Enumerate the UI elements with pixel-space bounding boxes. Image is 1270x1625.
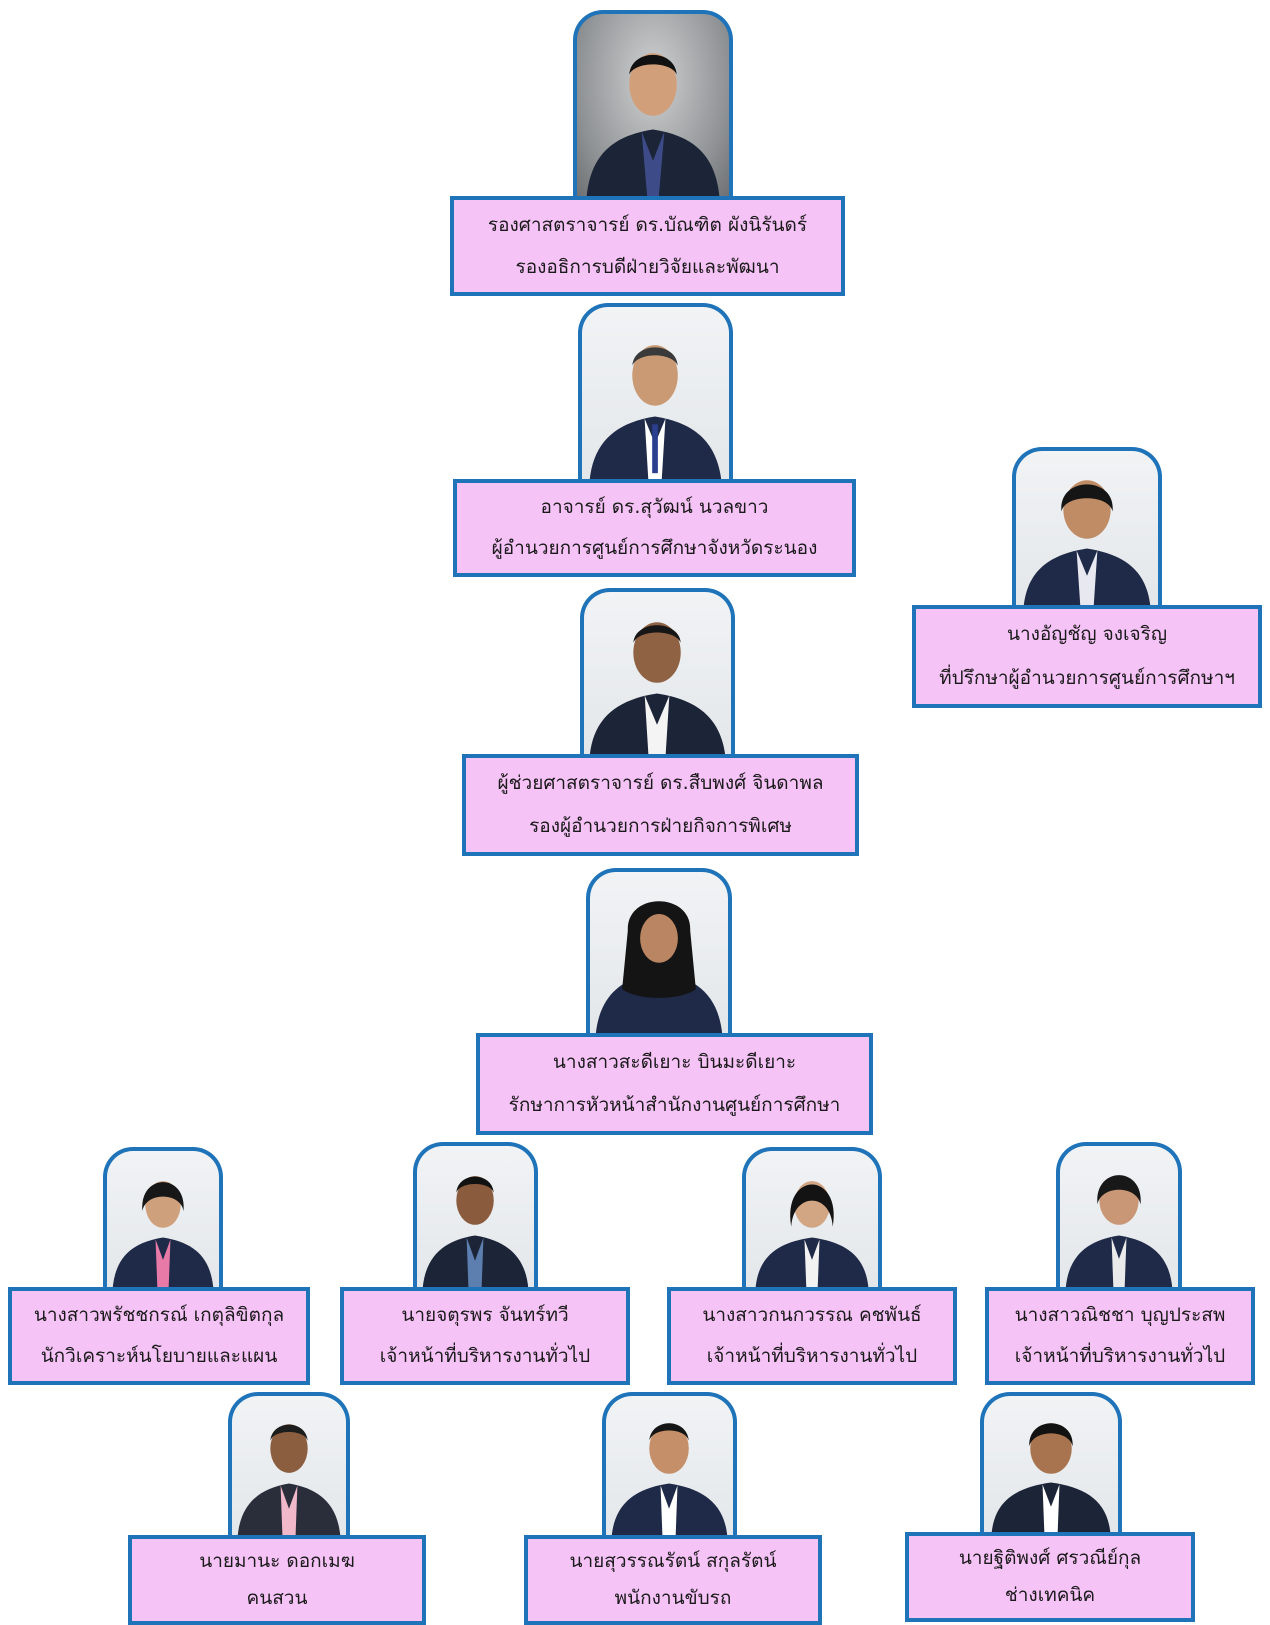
person-silhouette-icon <box>589 345 722 481</box>
portrait-photo <box>573 10 733 198</box>
person-silhouette-icon <box>611 1423 728 1537</box>
person-name: อาจารย์ ดร.สุวัฒน์ นวลขาว <box>540 496 769 519</box>
portrait-photo <box>1056 1142 1182 1289</box>
portrait-photo <box>602 1392 737 1537</box>
portrait-photo <box>980 1392 1122 1534</box>
person-position: ที่ปรึกษาผู้อำนวยการศูนย์การศึกษาฯ <box>939 666 1235 689</box>
name-card: นางสาวณิชชา บุญประสพ เจ้าหน้าที่บริหารงา… <box>985 1287 1255 1385</box>
person-position: พนักงานขับรถ <box>614 1587 732 1610</box>
portrait-photo <box>103 1147 223 1289</box>
person-silhouette-icon <box>595 901 723 1035</box>
name-card: รองศาสตราจารย์ ดร.บัณฑิต ผังนิรันดร์ รอง… <box>450 196 845 296</box>
person-silhouette-icon <box>112 1181 214 1289</box>
person-name: นายจตุรพร จันทร์ทวี <box>401 1304 569 1327</box>
person-name: นายสุวรรณรัตน์ สกุลรัตน์ <box>569 1550 777 1573</box>
portrait-photo <box>228 1392 350 1537</box>
person-position: รักษาการหัวหน้าสำนักงานศูนย์การศึกษา <box>508 1094 841 1117</box>
person-position: ช่างเทคนิค <box>1004 1584 1096 1607</box>
person-silhouette-icon <box>755 1181 869 1289</box>
name-card: นางสาวสะดีเยาะ บินมะดีเยาะ รักษาการหัวหน… <box>476 1033 873 1135</box>
name-card: นายสุวรรณรัตน์ สกุลรัตน์ พนักงานขับรถ <box>524 1535 822 1625</box>
name-card: นายฐิติพงศ์ ศรวณีย์กุล ช่างเทคนิค <box>905 1532 1195 1622</box>
name-card: นายมานะ ดอกเมฆ คนสวน <box>128 1535 426 1625</box>
person-silhouette-icon <box>237 1424 341 1537</box>
person-position: ผู้อำนวยการศูนย์การศึกษาจังหวัดระนอง <box>491 537 818 560</box>
name-card: นายจตุรพร จันทร์ทวี เจ้าหน้าที่บริหารงาน… <box>340 1287 630 1385</box>
portrait-photo <box>413 1142 538 1289</box>
person-position: เจ้าหน้าที่บริหารงานทั่วไป <box>379 1345 591 1368</box>
person-name: นางสาวกนกวรรณ คชพันธ์ <box>702 1304 922 1327</box>
portrait-photo <box>742 1147 882 1289</box>
portrait-photo <box>578 303 733 481</box>
person-silhouette-icon <box>991 1423 1111 1534</box>
name-card: นางอัญชัญ จงเจริญ ที่ปรึกษาผู้อำนวยการศู… <box>912 605 1262 708</box>
person-name: นายมานะ ดอกเมฆ <box>199 1550 355 1573</box>
person-name: นางสาวสะดีเยาะ บินมะดีเยาะ <box>552 1051 797 1074</box>
person-name: ผู้ช่วยศาสตราจารย์ ดร.สืบพงศ์ จินดาพล <box>497 772 824 795</box>
name-card: นางสาวพรัชชกรณ์ เกตุลิขิตกุล นักวิเคราะห… <box>8 1287 310 1385</box>
portrait-photo <box>580 588 735 756</box>
portrait-photo <box>1012 447 1162 607</box>
person-silhouette-icon <box>1023 480 1151 607</box>
person-silhouette-icon <box>586 53 720 198</box>
portrait-photo <box>586 868 732 1035</box>
name-card: นางสาวกนกวรรณ คชพันธ์ เจ้าหน้าที่บริหารง… <box>667 1287 957 1385</box>
person-position: นักวิเคราะห์นโยบายและแผน <box>40 1345 278 1368</box>
name-card: อาจารย์ ดร.สุวัฒน์ นวลขาว ผู้อำนวยการศูน… <box>453 479 856 577</box>
person-position: คนสวน <box>246 1587 308 1610</box>
name-card: ผู้ช่วยศาสตราจารย์ ดร.สืบพงศ์ จินดาพล รอ… <box>462 754 859 856</box>
person-position: เจ้าหน้าที่บริหารงานทั่วไป <box>706 1345 918 1368</box>
person-silhouette-icon <box>589 622 726 756</box>
person-position: รองผู้อำนวยการฝ่ายกิจการพิเศษ <box>529 815 792 838</box>
person-name: นางอัญชัญ จงเจริญ <box>1006 623 1168 646</box>
person-name: นางสาวพรัชชกรณ์ เกตุลิขิตกุล <box>33 1304 285 1327</box>
person-position: รองอธิการบดีฝ่ายวิจัยและพัฒนา <box>515 255 780 278</box>
person-name: รองศาสตราจารย์ ดร.บัณฑิต ผังนิรันดร์ <box>487 213 808 236</box>
person-name: นายฐิติพงศ์ ศรวณีย์กุล <box>958 1547 1142 1570</box>
person-position: เจ้าหน้าที่บริหารงานทั่วไป <box>1014 1345 1226 1368</box>
person-silhouette-icon <box>1065 1175 1173 1289</box>
person-name: นางสาวณิชชา บุญประสพ <box>1014 1304 1226 1327</box>
person-silhouette-icon <box>422 1176 529 1289</box>
